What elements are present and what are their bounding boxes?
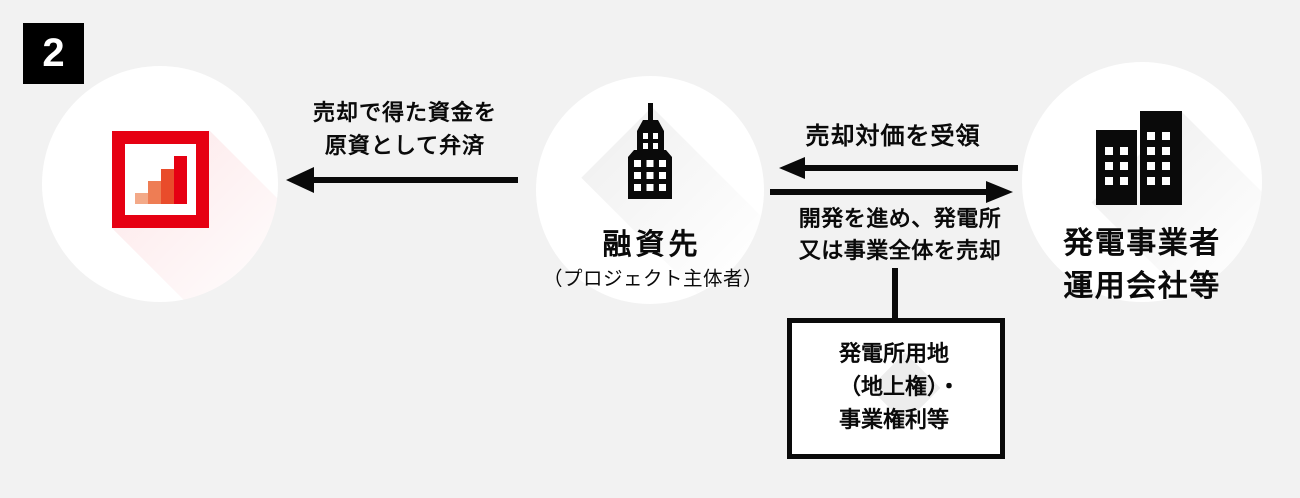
operator-title: 発電事業者 運用会社等 [1063,222,1221,308]
two-buildings-icon [1096,111,1182,205]
receive-arrow-line [805,165,1018,171]
repayment-arrow-line [313,177,518,183]
repayment-arrow-label: 売却で得た資金を 原資として弁済 [312,100,498,158]
receive-arrow-label: 売却対価を受領 [805,123,981,150]
borrower-title: 融資先 [602,229,702,261]
receive-arrowhead-left [779,157,805,179]
repayment-arrowhead-left [286,167,314,193]
borrower-subtitle: （プロジェクト主体者） [542,268,764,290]
operator-title-line1: 発電事業者 [1063,227,1221,260]
step-number-badge: 2 [23,23,84,84]
step-number: 2 [42,31,65,75]
asset-box: 発電所用地 （地上権）・ 事業権利等 [787,318,1005,459]
asset-box-connector-line [892,268,898,318]
operator-title-line2: 運用会社等 [1063,270,1221,303]
sell-arrow-label: 開発を進め、発電所 又は事業全体を売却 [798,206,1002,263]
asset-box-text: 発電所用地 （地上権）・ 事業権利等 [839,341,961,432]
sell-arrow-line [770,189,986,195]
sell-arrowhead-right [986,181,1013,203]
bar-chart-bars [135,156,187,204]
bar-chart-logo-icon [112,131,209,228]
office-building-icon [628,103,672,199]
